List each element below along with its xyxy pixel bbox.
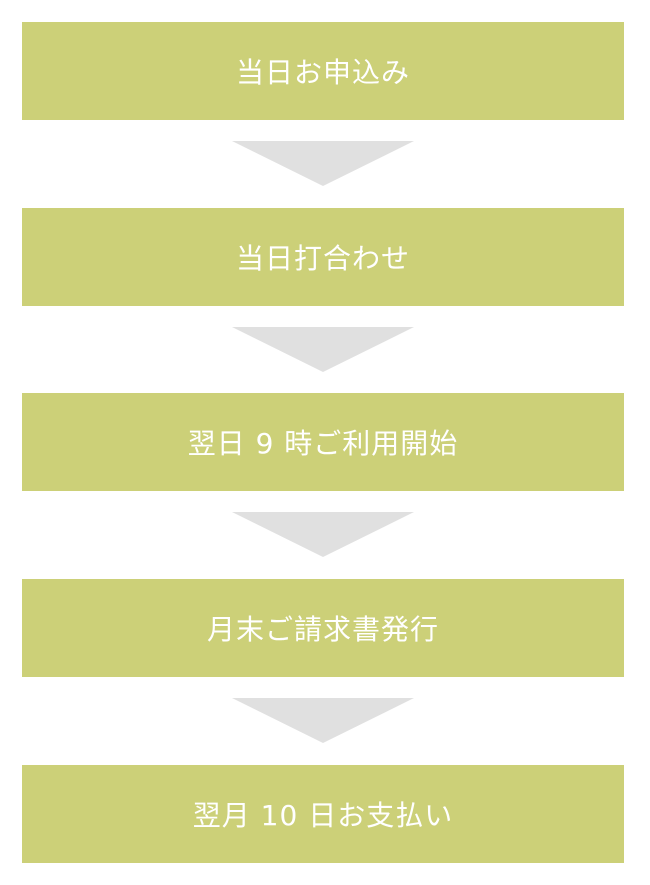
down-arrow-icon (232, 327, 414, 372)
flow-step-label: 当日お申込み (235, 56, 410, 89)
flow-step-meeting: 当日打合わせ (22, 208, 624, 306)
flow-step-label: 月末ご請求書発行 (206, 613, 439, 646)
down-arrow-icon (232, 512, 414, 557)
flow-step-label: 当日打合わせ (235, 242, 410, 275)
flow-step-service-start: 翌日 9 時ご利用開始 (22, 393, 624, 491)
flow-step-label: 翌月 10 日お支払い (192, 799, 454, 832)
down-arrow-icon (232, 141, 414, 186)
down-arrow-icon (232, 698, 414, 743)
flow-step-application: 当日お申込み (22, 22, 624, 120)
flow-step-invoice: 月末ご請求書発行 (22, 579, 624, 677)
flow-step-payment: 翌月 10 日お支払い (22, 765, 624, 863)
flow-step-label: 翌日 9 時ご利用開始 (187, 427, 459, 460)
